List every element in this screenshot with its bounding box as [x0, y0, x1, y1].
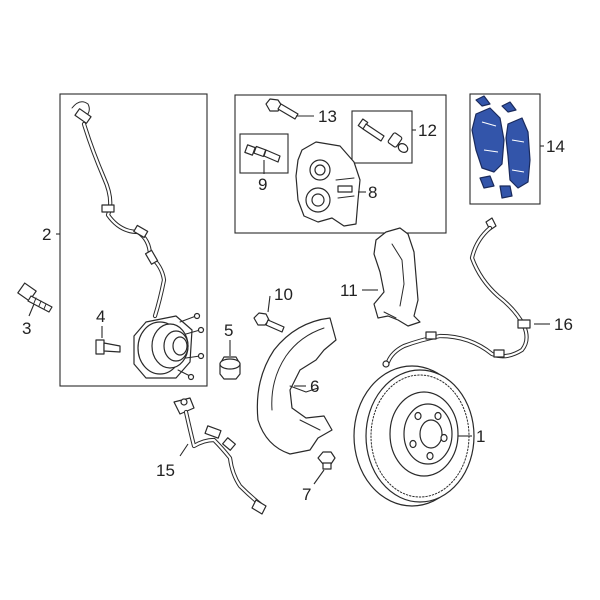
callout-3: 3 [22, 319, 31, 338]
pad-kit-box [469, 93, 541, 205]
callout-13: 13 [318, 107, 337, 126]
callout-15: 15 [156, 461, 175, 480]
part-11-caliper-bracket[interactable] [373, 227, 421, 327]
callout-9: 9 [258, 175, 267, 194]
part-10-bolt[interactable] [253, 312, 285, 333]
part-16-line[interactable] [382, 217, 531, 368]
callout-12: 12 [418, 121, 437, 140]
callout-7: 7 [302, 485, 311, 504]
hub-group-box [59, 93, 208, 387]
part-3-bolt[interactable] [17, 282, 53, 313]
part-7-bolt[interactable] [317, 451, 336, 470]
callout-4: 4 [96, 307, 105, 326]
callout-11: 11 [340, 281, 358, 300]
part-5-nut[interactable] [219, 356, 241, 380]
hub-bearing-assembly[interactable] [133, 312, 205, 381]
part-9-guide-pin[interactable] [244, 144, 281, 163]
callout-2: 2 [42, 225, 51, 244]
part-13-bolt[interactable] [265, 98, 299, 120]
part-14-brake-pads[interactable] [471, 95, 531, 199]
callout-6: 6 [310, 377, 319, 396]
callout-10: 10 [274, 285, 293, 304]
inner-pad [471, 107, 505, 173]
callout-16: 16 [554, 315, 573, 334]
callout-5: 5 [224, 321, 233, 340]
callout-14: 14 [546, 137, 565, 156]
leader-10 [267, 295, 271, 313]
part-4-bolt[interactable] [95, 339, 121, 355]
part-15-brake-hose[interactable] [173, 397, 267, 515]
leader-15 [179, 443, 189, 457]
callout-8: 8 [368, 183, 377, 202]
callout-1: 1 [476, 427, 485, 446]
leader-3 [28, 303, 35, 317]
pin-kit-box [351, 110, 413, 164]
caliper-group-box [234, 94, 447, 234]
part-2-abs-sensor-wire[interactable] [71, 101, 167, 319]
outer-pad [505, 117, 531, 189]
part-6-dust-shield[interactable] [256, 317, 337, 455]
part-12-pin-kit[interactable] [357, 118, 409, 154]
part-8-caliper[interactable] [295, 141, 361, 227]
part-1-brake-rotor[interactable] [353, 365, 475, 507]
leader-7 [313, 469, 325, 485]
